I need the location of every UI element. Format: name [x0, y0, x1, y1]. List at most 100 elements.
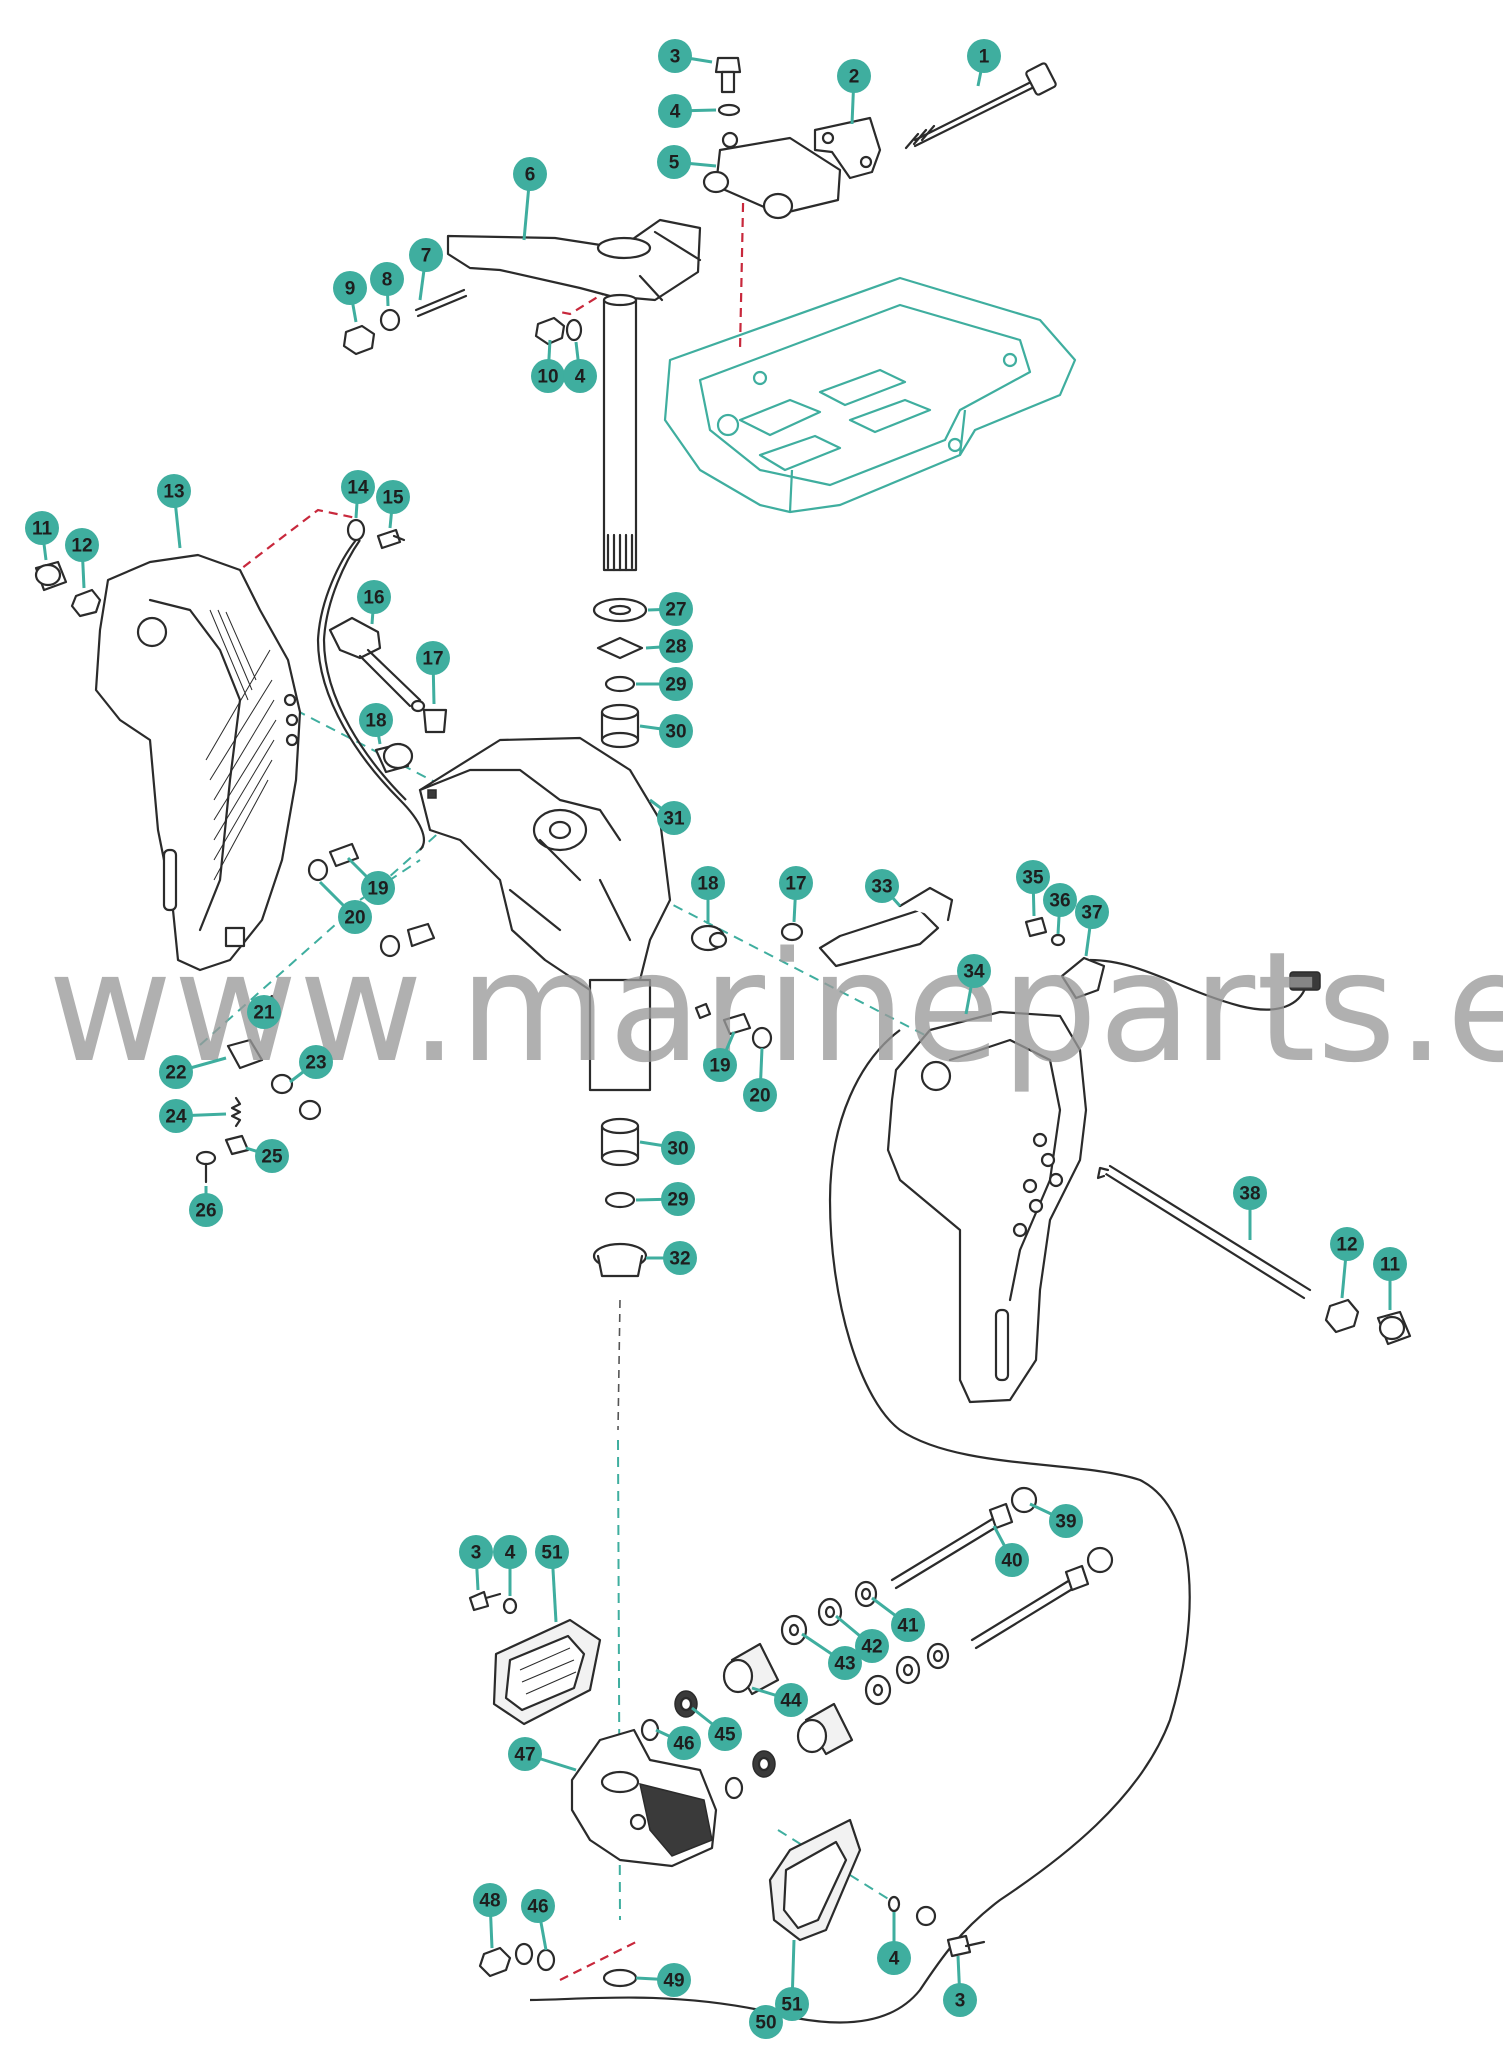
- callout-38: 38: [1233, 1176, 1267, 1240]
- callout-36: 36: [1043, 883, 1077, 935]
- callout-11-left-label: 11: [32, 519, 53, 540]
- callout-20-right: 20: [743, 1047, 777, 1112]
- callout-30-upper-badge: [659, 714, 693, 748]
- oring-part-29-upper: [604, 675, 636, 693]
- bushing-part-30-upper: [600, 703, 640, 749]
- bearing-part-32: [592, 1242, 648, 1278]
- callout-31-label: 31: [663, 809, 685, 830]
- clamp-bracket-part-13: [94, 553, 302, 972]
- callout-46-upper-badge: [667, 1726, 701, 1760]
- callout-25: 25: [245, 1139, 289, 1173]
- callout-20-left-label: 20: [344, 908, 365, 929]
- callout-3-bottom-badge: [943, 1983, 977, 2017]
- callout-30-lower-label: 30: [667, 1139, 688, 1160]
- nut-part-12-right: [1324, 1298, 1360, 1334]
- callout-20-left: 20: [318, 880, 372, 934]
- callout-36-badge: [1043, 883, 1077, 917]
- callout-12-right-badge: [1330, 1227, 1364, 1261]
- parts: [34, 56, 1412, 2024]
- callout-32: 32: [646, 1241, 697, 1275]
- callout-17-right-badge: [779, 866, 813, 900]
- callout-43-badge: [828, 1646, 862, 1680]
- callout-51-upper: 51: [535, 1535, 569, 1623]
- callout-4-mid-badge: [493, 1535, 527, 1569]
- bushing-part-28: [596, 636, 644, 660]
- nut-part-9: [342, 324, 376, 356]
- callout-24: 24: [159, 1099, 227, 1133]
- callout-10-badge: [531, 359, 565, 393]
- callout-18-left-badge: [359, 703, 393, 737]
- callout-19-right-badge: [703, 1048, 737, 1082]
- bushing-part-20-left: [307, 858, 401, 958]
- callout-38-badge: [1233, 1176, 1267, 1210]
- callout-40-label: 40: [1001, 1551, 1022, 1572]
- callout-51-lower-label: 51: [781, 1995, 803, 2016]
- callout-49-label: 49: [663, 1971, 684, 1992]
- callout-18-left-label: 18: [365, 711, 386, 732]
- callout-50-badge: [749, 2005, 783, 2039]
- callout-47-label: 47: [514, 1745, 535, 1766]
- callout-4-mid-label: 4: [505, 1543, 516, 1564]
- callout-19-left: 19: [346, 856, 395, 905]
- callout-4-steering-badge: [563, 359, 597, 393]
- callout-48-badge: [473, 1883, 507, 1917]
- pin-part-17-right: [780, 922, 804, 942]
- callout-44-label: 44: [780, 1691, 802, 1712]
- callout-14-label: 14: [347, 478, 369, 499]
- callout-1-badge: [967, 39, 1001, 73]
- callout-2-label: 2: [849, 67, 860, 88]
- ground-wire-part-50: [529, 1029, 1191, 2024]
- callout-24-label: 24: [165, 1107, 187, 1128]
- callout-19-right: 19: [703, 1031, 737, 1082]
- screw-part-15: [376, 528, 406, 550]
- ring-part-14: [346, 518, 366, 542]
- clamp-mesh-left: [205, 609, 277, 881]
- callout-46-upper: 46: [655, 1726, 701, 1760]
- callout-6-badge: [513, 157, 547, 191]
- callout-12-right-label: 12: [1336, 1235, 1357, 1256]
- callout-32-badge: [663, 1241, 697, 1275]
- washer-part-4-bottom: [887, 1895, 901, 1913]
- bolt-part-1: [904, 62, 1057, 150]
- bush-part-18-left: [374, 742, 414, 774]
- callout-3-mid-badge: [459, 1535, 493, 1569]
- callout-26: 26: [189, 1186, 223, 1227]
- nut-part-10: [534, 316, 566, 346]
- callout-3-mid-label: 3: [471, 1543, 482, 1564]
- washer-part-8: [379, 308, 401, 332]
- callout-33-badge: [865, 869, 899, 903]
- nut-part-12-left: [70, 588, 102, 618]
- rubber-mount-part-44: [722, 1642, 854, 1756]
- callout-39-badge: [1049, 1504, 1083, 1538]
- callout-49-badge: [657, 1963, 691, 1997]
- callout-16-badge: [357, 580, 391, 614]
- callout-30-upper: 30: [639, 714, 693, 748]
- callout-10-label: 10: [537, 367, 558, 388]
- callout-8-label: 8: [382, 270, 393, 291]
- callout-9-label: 9: [345, 279, 356, 300]
- cap-nut-part-11-right: [1376, 1310, 1412, 1346]
- callout-31-badge: [657, 801, 691, 835]
- callout-7-badge: [409, 238, 443, 272]
- callout-30-lower-badge: [661, 1131, 695, 1165]
- callout-48: 48: [473, 1883, 507, 1949]
- cap-nut-part-11-left: [34, 560, 68, 592]
- callout-51-upper-badge: [535, 1535, 569, 1569]
- callout-3-top: 3: [658, 39, 713, 73]
- callout-46-lower-label: 46: [527, 1897, 548, 1918]
- callout-3-top-label: 3: [670, 47, 681, 68]
- callout-10: 10: [531, 339, 565, 393]
- callout-42-label: 42: [861, 1637, 882, 1658]
- callout-3-bottom-label: 3: [955, 1991, 966, 2012]
- callout-17-right-label: 17: [785, 874, 806, 895]
- callout-29-upper-label: 29: [665, 675, 686, 696]
- callout-11-right: 11: [1373, 1247, 1407, 1310]
- callout-49: 49: [635, 1963, 691, 1997]
- callout-28: 28: [645, 629, 693, 663]
- callout-3-bottom: 3: [943, 1955, 977, 2017]
- callout-16: 16: [357, 580, 391, 625]
- callout-5-badge: [657, 145, 691, 179]
- callout-25-label: 25: [261, 1147, 283, 1168]
- callout-4-top-badge: [658, 94, 692, 128]
